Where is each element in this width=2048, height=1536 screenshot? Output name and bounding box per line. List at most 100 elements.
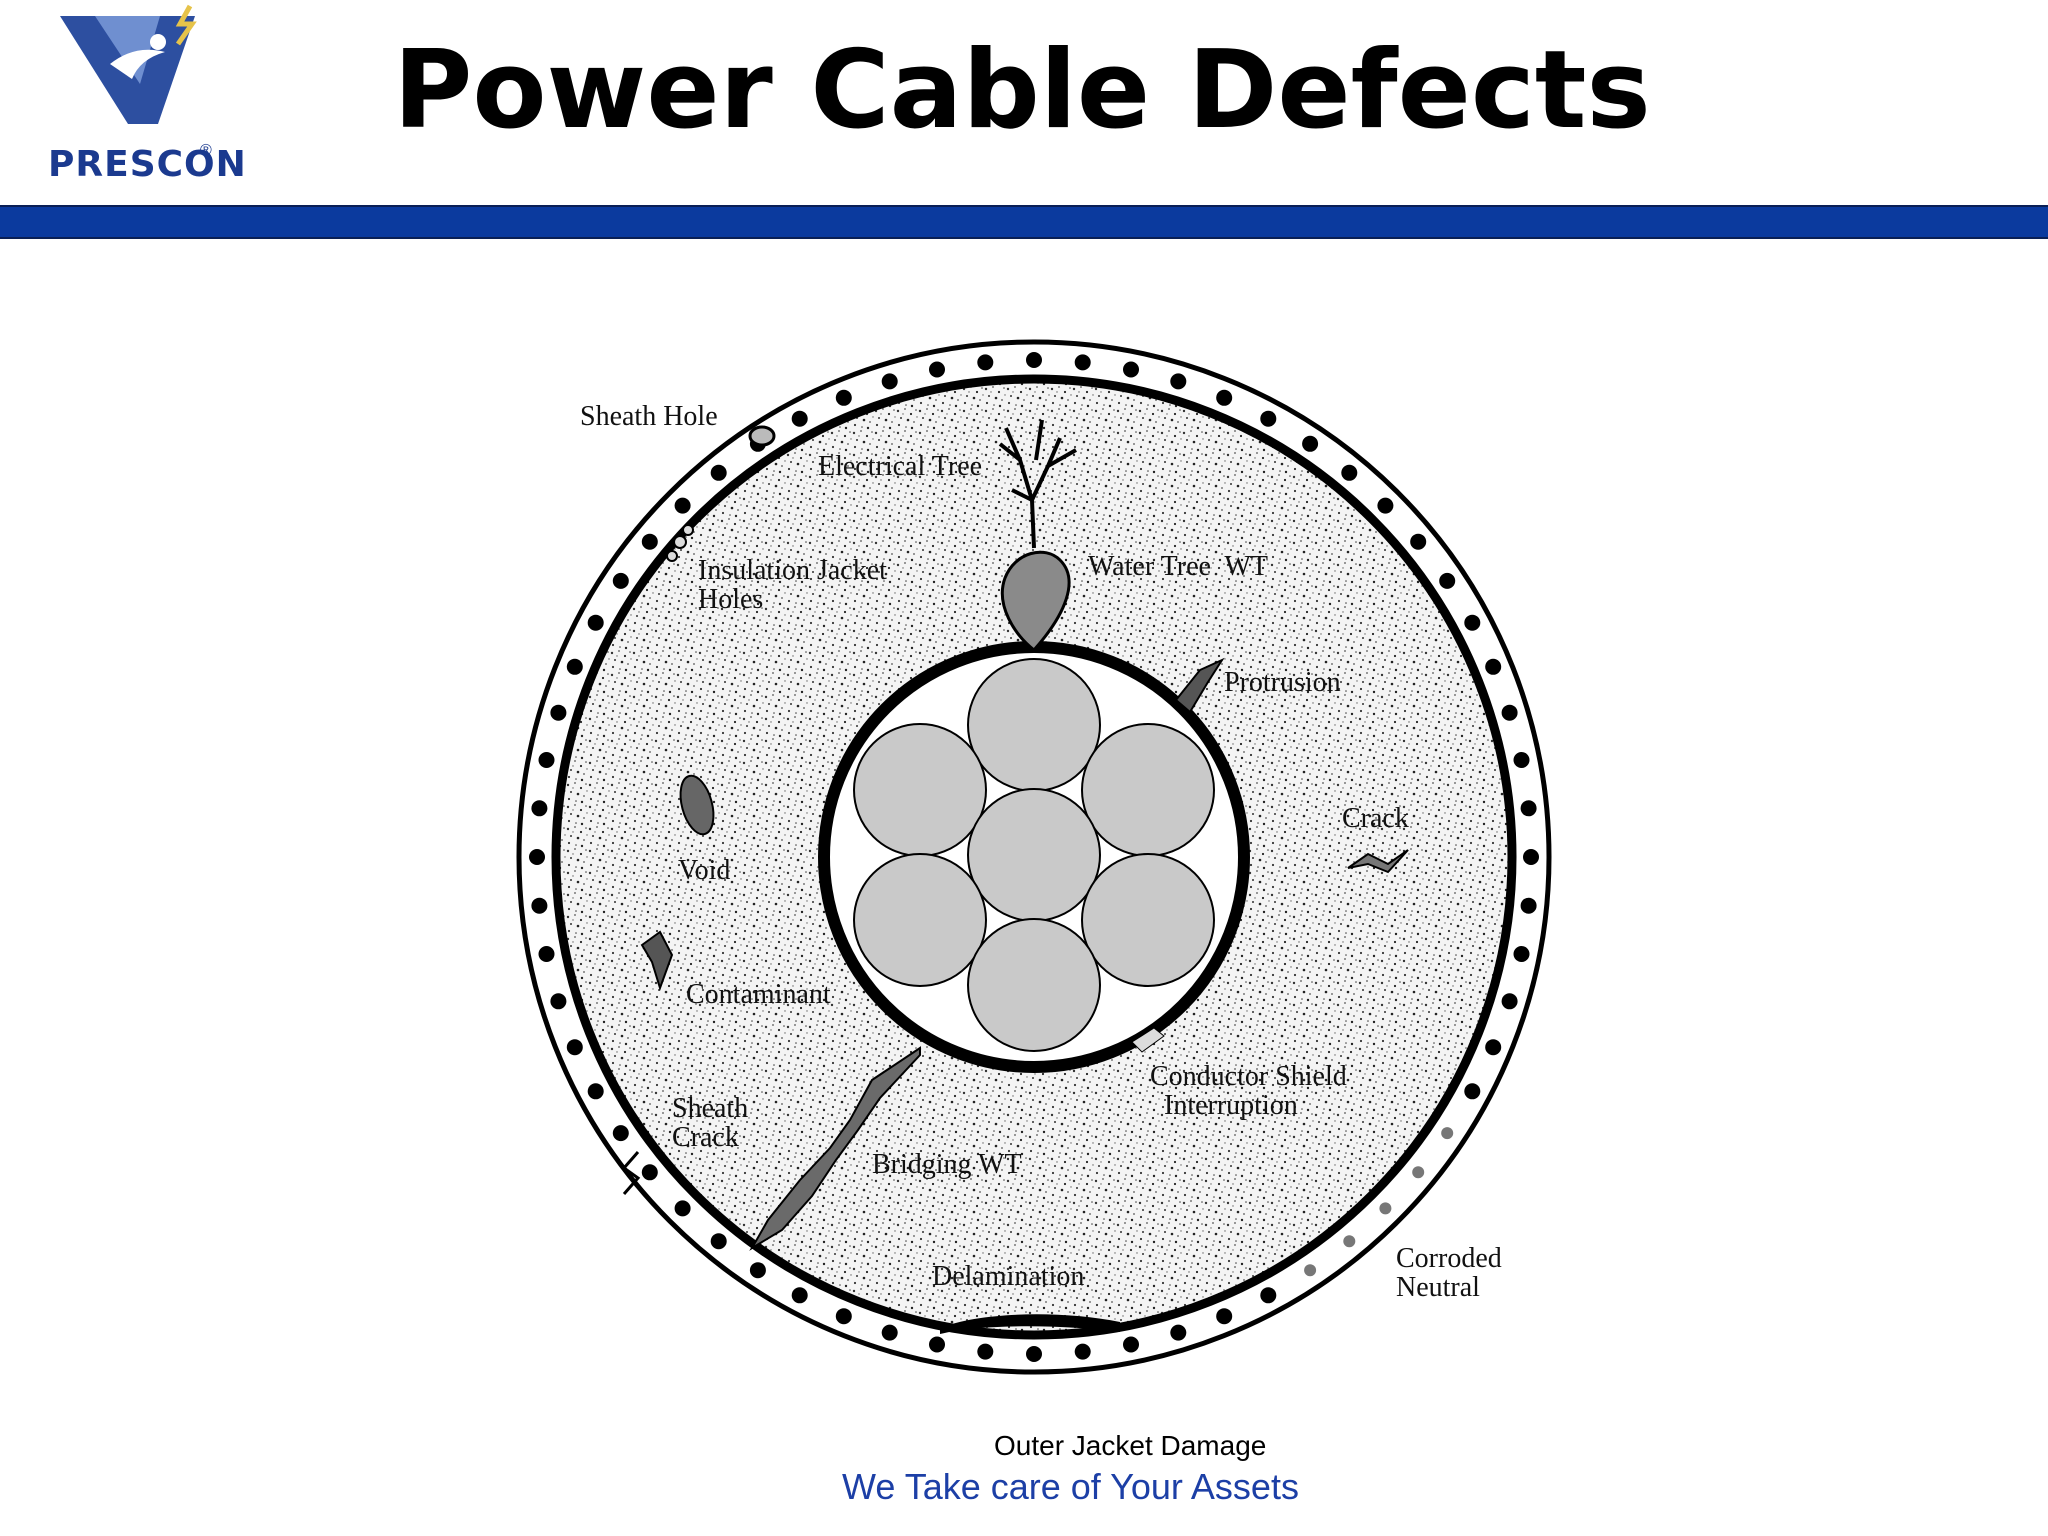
neutral-wire	[550, 704, 567, 721]
neutral-wire	[1513, 752, 1530, 768]
label-contaminant: Contaminant	[686, 979, 831, 1010]
label-sheath-crack: Sheath Crack	[672, 1093, 749, 1154]
logo-emblem-icon	[60, 4, 197, 124]
neutral-wire	[1216, 1308, 1233, 1325]
page-title-text: Power Cable Defects	[393, 28, 1651, 153]
neutral-wire	[587, 614, 604, 631]
corroded-neutral-wire	[1379, 1202, 1392, 1215]
footer-tagline: We Take care of Your Assets	[842, 1466, 1299, 1507]
neutral-wire	[710, 464, 727, 481]
corroded-neutral-wire	[1441, 1127, 1454, 1140]
neutral-wire	[710, 1233, 727, 1250]
neutral-wire	[641, 533, 658, 550]
conductor-strands	[853, 658, 1215, 1052]
neutral-wire	[1501, 993, 1518, 1010]
neutral-wire	[929, 361, 945, 378]
neutral-wire	[538, 946, 555, 962]
label-delamination: Delamination	[932, 1261, 1085, 1292]
neutral-wire	[749, 1262, 766, 1279]
neutral-wire	[835, 389, 852, 406]
delamination-mark	[940, 1314, 1120, 1334]
neutral-wire	[1260, 1287, 1277, 1304]
protrusion-mark	[1174, 657, 1225, 714]
neutral-wire	[1485, 1039, 1502, 1056]
neutral-wire	[881, 1324, 898, 1341]
neutral-wire	[531, 800, 548, 817]
neutral-wire	[566, 1039, 583, 1056]
label-water-tree: Water Tree WT	[1088, 551, 1268, 582]
bridging-water-tree-mark	[749, 1046, 921, 1251]
neutral-wire	[1260, 410, 1277, 427]
neutral-wire	[881, 373, 898, 390]
neutral-wire	[1302, 435, 1319, 452]
label-void: Void	[678, 855, 731, 886]
water-tree-mark	[1000, 550, 1071, 653]
neutral-wire	[977, 354, 994, 371]
label-insulation-jacket-holes: Insulation Jacket Holes	[698, 555, 887, 616]
label-conductor-shield-interruption: Conductor Shield Interruption	[1150, 1061, 1347, 1122]
corroded-neutral-wire	[1304, 1264, 1317, 1277]
crack-mark	[1347, 849, 1409, 874]
label-protrusion: Protrusion	[1224, 667, 1341, 698]
corroded-neutral-wire	[1343, 1235, 1356, 1248]
neutral-wire	[1026, 1346, 1042, 1362]
logo-registered-mark: ®	[200, 142, 212, 159]
neutral-wire	[550, 993, 567, 1010]
neutral-wire	[587, 1083, 604, 1100]
neutral-wire	[1377, 497, 1394, 514]
label-bridging-wt: Bridging WT	[872, 1149, 1022, 1180]
void-mark	[679, 774, 715, 836]
neutral-wire	[529, 849, 545, 865]
neutral-wire	[1520, 897, 1537, 914]
neutral-wire	[1074, 1343, 1091, 1360]
neutral-wire	[977, 1343, 994, 1360]
neutral-wire	[1520, 800, 1537, 817]
neutral-wire	[1410, 533, 1427, 550]
prescon-logo: PRESCON ®	[40, 4, 246, 194]
neutral-wire	[929, 1336, 945, 1353]
neutral-wire	[1026, 352, 1042, 368]
sheath-hole-mark	[748, 425, 776, 447]
page-title: Power Cable Defects	[0, 28, 2048, 153]
neutral-wire	[1464, 614, 1481, 631]
neutral-wire	[835, 1308, 852, 1325]
diagram-caption: Outer Jacket Damage	[994, 1430, 1267, 1461]
neutral-wire	[791, 410, 808, 427]
sheath-crack-mark	[621, 1151, 641, 1195]
neutral-wire	[1464, 1083, 1481, 1100]
logo-wordmark: PRESCON	[48, 144, 247, 185]
neutral-wire	[1501, 704, 1518, 721]
corroded-neutral-wire	[1412, 1166, 1425, 1179]
neutral-wire	[612, 1125, 629, 1142]
neutral-wire	[1123, 361, 1139, 378]
contaminant-mark	[640, 930, 674, 992]
neutral-wire	[1123, 1336, 1139, 1353]
cable-cross-section-svg	[516, 339, 1552, 1375]
neutral-wire	[791, 1287, 808, 1304]
neutral-wire	[538, 752, 555, 768]
label-crack: Crack	[1342, 803, 1409, 834]
header-band	[0, 205, 2048, 239]
label-sheath-hole: Sheath Hole	[580, 401, 718, 432]
neutral-wire	[1170, 1324, 1187, 1341]
neutral-wire	[674, 497, 691, 514]
neutral-wire	[674, 1200, 691, 1217]
neutral-wire	[1439, 572, 1456, 589]
neutral-wire	[612, 572, 629, 589]
label-electrical-tree: Electrical Tree	[818, 451, 983, 482]
neutral-wire	[566, 658, 583, 675]
neutral-wire	[1513, 946, 1530, 962]
jacket-holes-mark	[666, 524, 694, 562]
neutral-wire	[531, 897, 548, 914]
neutral-wire	[1170, 373, 1187, 390]
electrical-tree-mark	[998, 419, 1077, 549]
shield-interruption-mark	[1131, 1027, 1165, 1053]
cable-cross-section-diagram: Sheath Hole Electrical Tree Insulation J…	[500, 320, 1600, 1400]
neutral-wire	[1074, 354, 1091, 371]
neutral-wire	[1485, 658, 1502, 675]
neutral-wire	[1216, 389, 1233, 406]
neutral-wire	[1523, 849, 1539, 865]
label-corroded-neutral: Corroded Neutral	[1396, 1243, 1502, 1304]
neutral-wire	[1341, 464, 1358, 481]
neutral-wire	[641, 1164, 658, 1181]
